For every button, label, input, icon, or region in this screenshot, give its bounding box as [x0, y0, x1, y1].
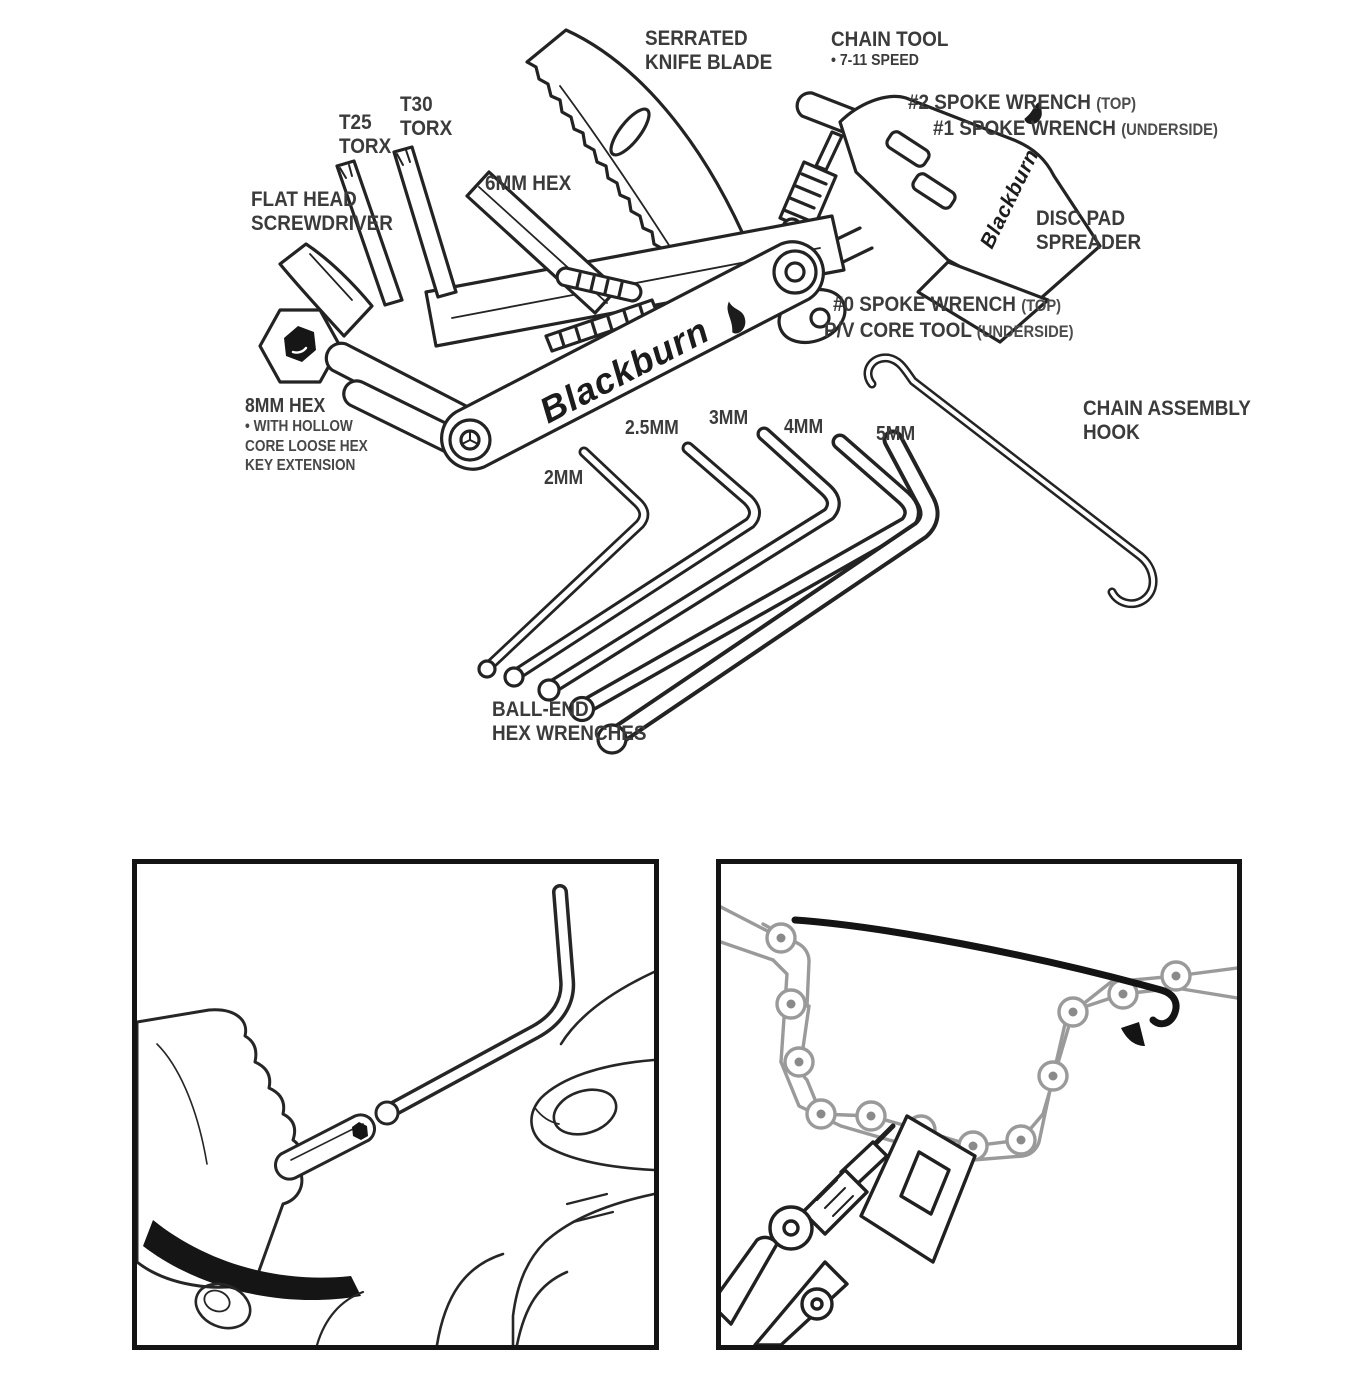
panel-chain-tool-illustration: [716, 859, 1242, 1350]
multitool-diagram-art: Blackburn: [258, 28, 1158, 755]
chain-tool-in-use: [721, 1114, 977, 1345]
chain-assembly-hook: [863, 353, 1158, 609]
folded-hex-keys: [544, 266, 660, 353]
hex-extension-socket: [274, 1113, 376, 1181]
panel-hex-extension-illustration: [132, 859, 659, 1350]
label-spoke-wrench-0: #0 SPOKE WRENCH (TOP): [833, 292, 1062, 316]
assembly-hook-in-use: [791, 916, 1180, 1046]
flame-icon: [1024, 100, 1043, 125]
label-pv-core-tool: P/V CORE TOOL (UNDERSIDE): [824, 318, 1074, 342]
ball-end-wrench-in-hand: [374, 884, 576, 1126]
bicycle-chain: [721, 905, 1237, 1162]
label-spoke-wrench-2: #2 SPOKE WRENCH (TOP): [908, 90, 1137, 114]
label-hex-size-5mm: 5MM: [876, 423, 916, 445]
label-hex-size-2mm: 2MM: [544, 467, 584, 489]
label-spoke-wrench-1: #1 SPOKE WRENCH (UNDERSIDE): [933, 116, 1218, 140]
flame-icon: [727, 301, 746, 334]
disc-pad-spreader-wedge: [916, 260, 1050, 344]
label-hex-6mm: 6MM HEX: [485, 171, 572, 195]
tool-body-end-view: [137, 1008, 361, 1301]
label-hex-size-2-5mm: 2.5MM: [625, 417, 679, 439]
torx-t25-bit: [335, 159, 404, 307]
hex-wrench-4mm: [568, 433, 921, 723]
hex-wrench-2-5mm: [503, 441, 761, 688]
serrated-knife-blade: [525, 28, 752, 302]
label-hex-size-4mm: 4MM: [784, 416, 824, 438]
chain-tool-body: Blackburn: [778, 91, 1102, 344]
hand-illustration: [194, 970, 654, 1345]
hex-wrench-2mm: [477, 446, 650, 679]
hex-wrench-5mm: [596, 429, 940, 755]
ball-end-hex-wrenches: [477, 426, 940, 755]
label-hex-size-3mm: 3MM: [709, 407, 749, 429]
flat-head-screwdriver-bit: [278, 242, 374, 338]
torx-t30-bit: [392, 145, 458, 299]
hex-wrench-3mm: [537, 426, 841, 702]
